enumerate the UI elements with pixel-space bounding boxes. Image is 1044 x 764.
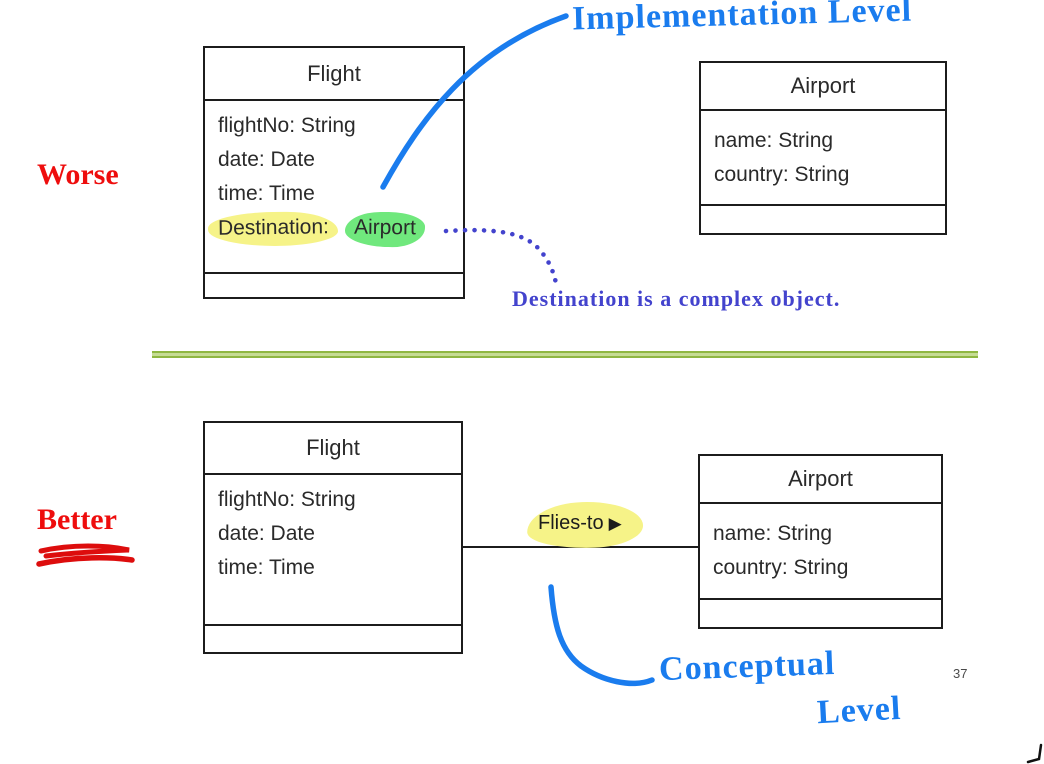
operations-compartment-empty (205, 624, 461, 652)
flies-to-label: Flies-to▶ (538, 512, 622, 535)
uml-class-airport-worse: Airport name: String country: String (699, 61, 947, 235)
class-title-airport: Airport (700, 456, 941, 504)
attribute-flightno: flightNo: String (218, 488, 356, 511)
attribute-flightno: flightNo: String (218, 114, 356, 137)
section-divider (152, 351, 978, 358)
conceptual-level-label-line2: Level (816, 689, 903, 732)
better-label: Better (37, 503, 117, 536)
operations-compartment-empty (700, 598, 941, 627)
flies-to-text: Flies-to (538, 512, 604, 534)
destination-type-highlighted: Airport (344, 211, 425, 248)
attribute-compartment: name: String country: String (701, 111, 945, 204)
page-number: 37 (953, 666, 968, 681)
conceptual-level-label-line1: Conceptual (658, 644, 836, 689)
better-underline-stroke-2 (36, 555, 135, 567)
attribute-time: time: Time (218, 182, 315, 205)
attribute-country: country: String (714, 163, 850, 186)
attribute-name: name: String (714, 129, 834, 152)
corner-stray-mark (1026, 743, 1043, 764)
attribute-compartment: flightNo: String date: Date time: Time (205, 475, 461, 624)
conceptual-pointer-stroke (548, 584, 655, 687)
complex-object-note: Destination is a complex object. (512, 286, 841, 311)
direction-arrow-icon: ▶ (608, 514, 622, 533)
worse-label: Worse (37, 158, 119, 191)
operations-compartment-empty (701, 204, 945, 233)
attribute-country: country: String (713, 556, 849, 579)
uml-class-airport-better: Airport name: String country: String (698, 454, 943, 629)
destination-name-highlighted: Destination: (207, 211, 339, 247)
uml-class-flight-worse: Flight flightNo: String date: Date time:… (203, 46, 465, 299)
attribute-date: date: Date (218, 522, 315, 545)
class-title-airport: Airport (701, 63, 945, 111)
class-title-flight: Flight (205, 423, 461, 475)
attribute-name: name: String (713, 522, 833, 545)
class-title-flight: Flight (205, 48, 463, 101)
implementation-level-label: Implementation Level (571, 0, 913, 38)
attribute-date: date: Date (218, 148, 315, 171)
attribute-destination: Destination: Airport (207, 211, 463, 248)
uml-class-flight-better: Flight flightNo: String date: Date time:… (203, 421, 463, 654)
attribute-compartment: name: String country: String (700, 504, 941, 598)
operations-compartment-empty (205, 272, 463, 297)
attribute-compartment: flightNo: String date: Date time: Time D… (205, 101, 463, 272)
attribute-time: time: Time (218, 556, 315, 579)
better-underline-stroke-1 (38, 543, 130, 559)
